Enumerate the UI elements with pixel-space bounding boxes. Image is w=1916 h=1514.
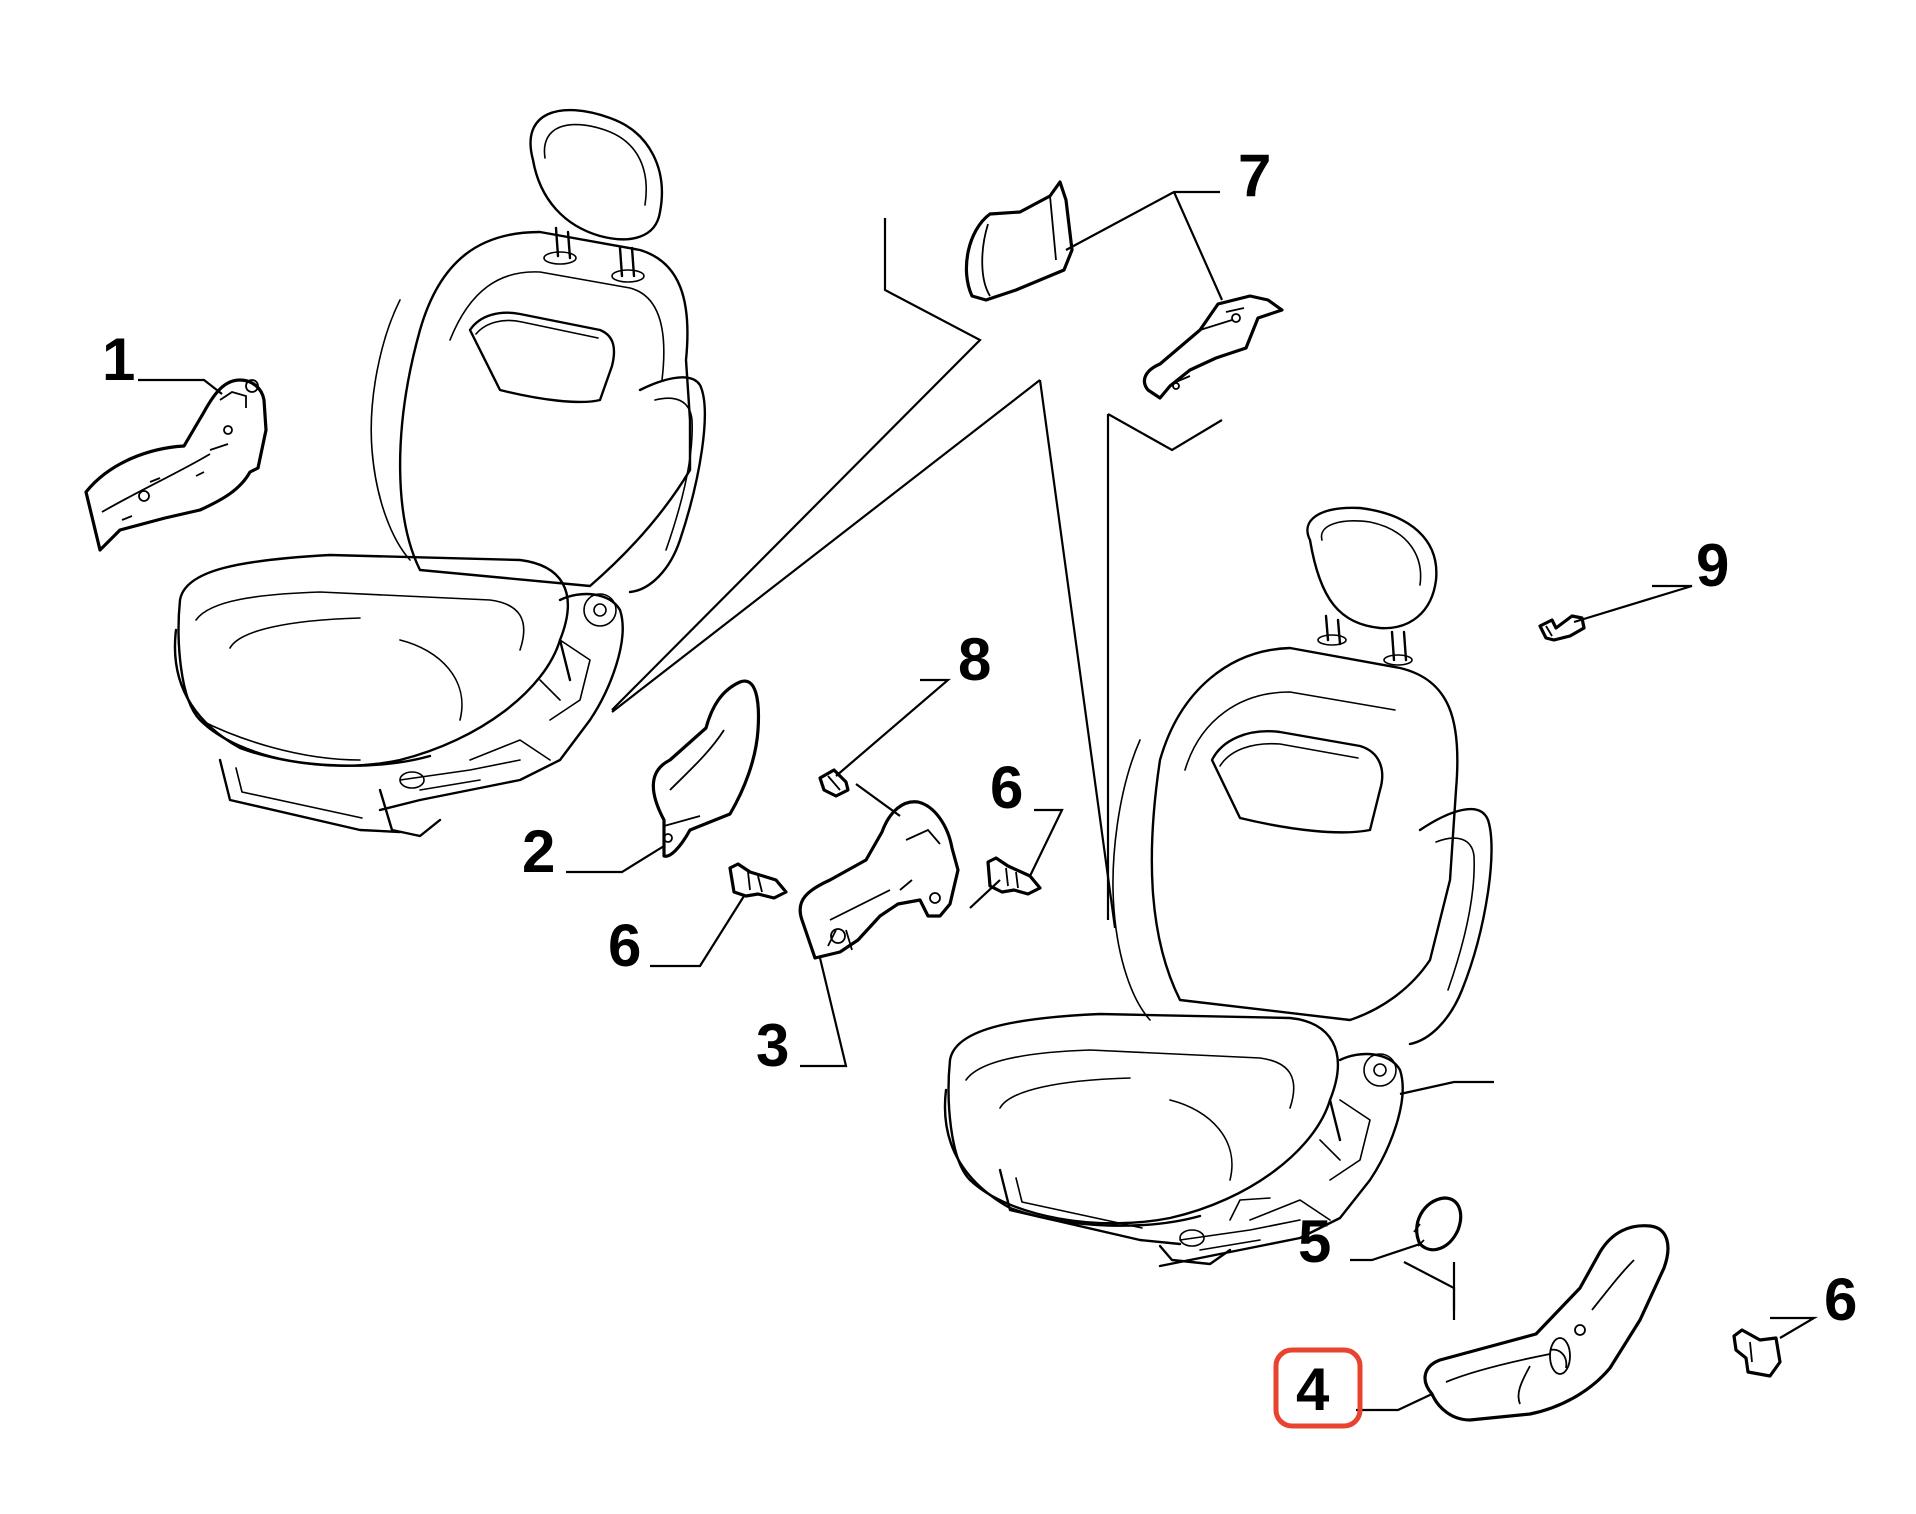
callout-4: 4	[1296, 1356, 1330, 1423]
part-6-clip-left	[728, 862, 788, 900]
callout-8: 8	[958, 626, 991, 693]
callout-7: 7	[1238, 142, 1271, 209]
callout-5: 5	[1298, 1208, 1331, 1275]
callout-9: 9	[1696, 532, 1729, 599]
callout-6-left: 6	[608, 912, 641, 979]
part-1-trim-panel	[84, 378, 268, 552]
callout-1: 1	[102, 326, 135, 393]
part-5-round-cap	[1413, 1196, 1463, 1252]
part-3-trim-bracket	[798, 800, 960, 960]
part-4-side-shield	[1423, 1224, 1670, 1422]
callout-6-right: 6	[1824, 1266, 1857, 1333]
callout-6-middle: 6	[990, 754, 1023, 821]
part-7-hinge-cover	[1142, 294, 1284, 400]
exploded-view-lines	[611, 218, 1494, 1320]
callout-numbers: 1 2 3 4 5 6 6 6 7 8 9	[102, 142, 1857, 1423]
leader-lines	[138, 190, 1819, 1412]
part-6-clip-right	[1732, 1328, 1782, 1378]
callout-2: 2	[522, 818, 555, 885]
part-8-screw	[818, 768, 850, 798]
part-6-clip-middle	[986, 856, 1042, 896]
right-seat-drawing	[943, 506, 1493, 1268]
callout-3: 3	[756, 1012, 789, 1079]
left-seat-drawing	[173, 108, 706, 838]
callout-4-highlight	[1273, 1347, 1363, 1429]
part-9-screw	[1538, 614, 1586, 642]
part-2-side-cover	[651, 679, 761, 858]
part-7-upper-cover	[964, 180, 1074, 302]
